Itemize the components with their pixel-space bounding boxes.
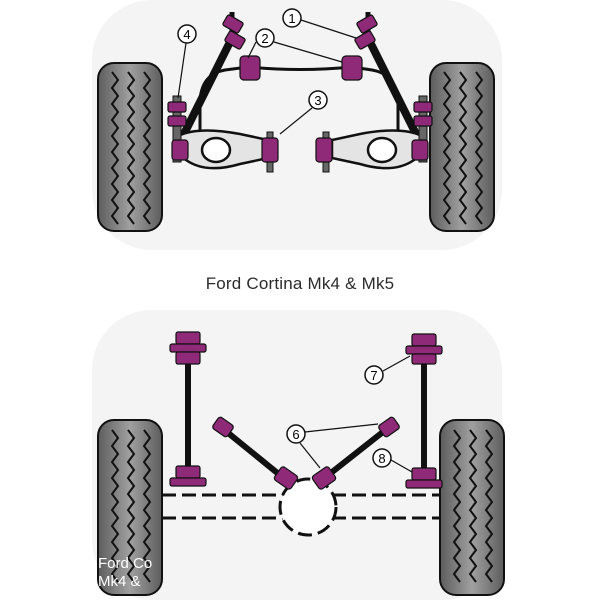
svg-text:6: 6 xyxy=(292,427,299,442)
diagram-caption: Ford Cortina Mk4 & Mk5 xyxy=(205,274,395,293)
svg-text:8: 8 xyxy=(378,451,385,466)
svg-text:4: 4 xyxy=(183,27,190,42)
rear-axle xyxy=(162,477,440,537)
left-diagonal-link xyxy=(220,425,288,483)
left-tie-bar xyxy=(172,34,236,154)
callout-8: 8 xyxy=(372,448,413,473)
callout-7: 7 xyxy=(364,355,411,385)
rear-bushes xyxy=(169,331,443,490)
background-shading xyxy=(92,0,502,600)
callout-3: 3 xyxy=(279,90,328,135)
svg-text:1: 1 xyxy=(288,11,295,26)
watermark-line-2: Mk4 & xyxy=(98,573,141,590)
svg-text:3: 3 xyxy=(314,93,321,108)
rear-right-tyre xyxy=(439,419,505,596)
callout-2: 2 xyxy=(247,28,343,63)
rear-suspension: 6 7 8 xyxy=(97,331,505,596)
callout-1: 1 xyxy=(282,8,357,39)
watermark-line-1: Ford Co xyxy=(98,555,153,572)
right-diagonal-link xyxy=(320,425,390,483)
front-suspension: 1 2 3 4 xyxy=(97,8,495,232)
front-bushes xyxy=(167,14,433,163)
svg-text:7: 7 xyxy=(370,368,377,383)
front-right-tyre xyxy=(429,62,495,232)
callout-4: 4 xyxy=(177,24,197,99)
callout-6: 6 xyxy=(286,423,379,469)
svg-text:2: 2 xyxy=(261,31,268,46)
right-tie-bar xyxy=(364,34,428,154)
front-left-tyre xyxy=(97,62,163,232)
rear-left-tyre xyxy=(97,419,163,596)
